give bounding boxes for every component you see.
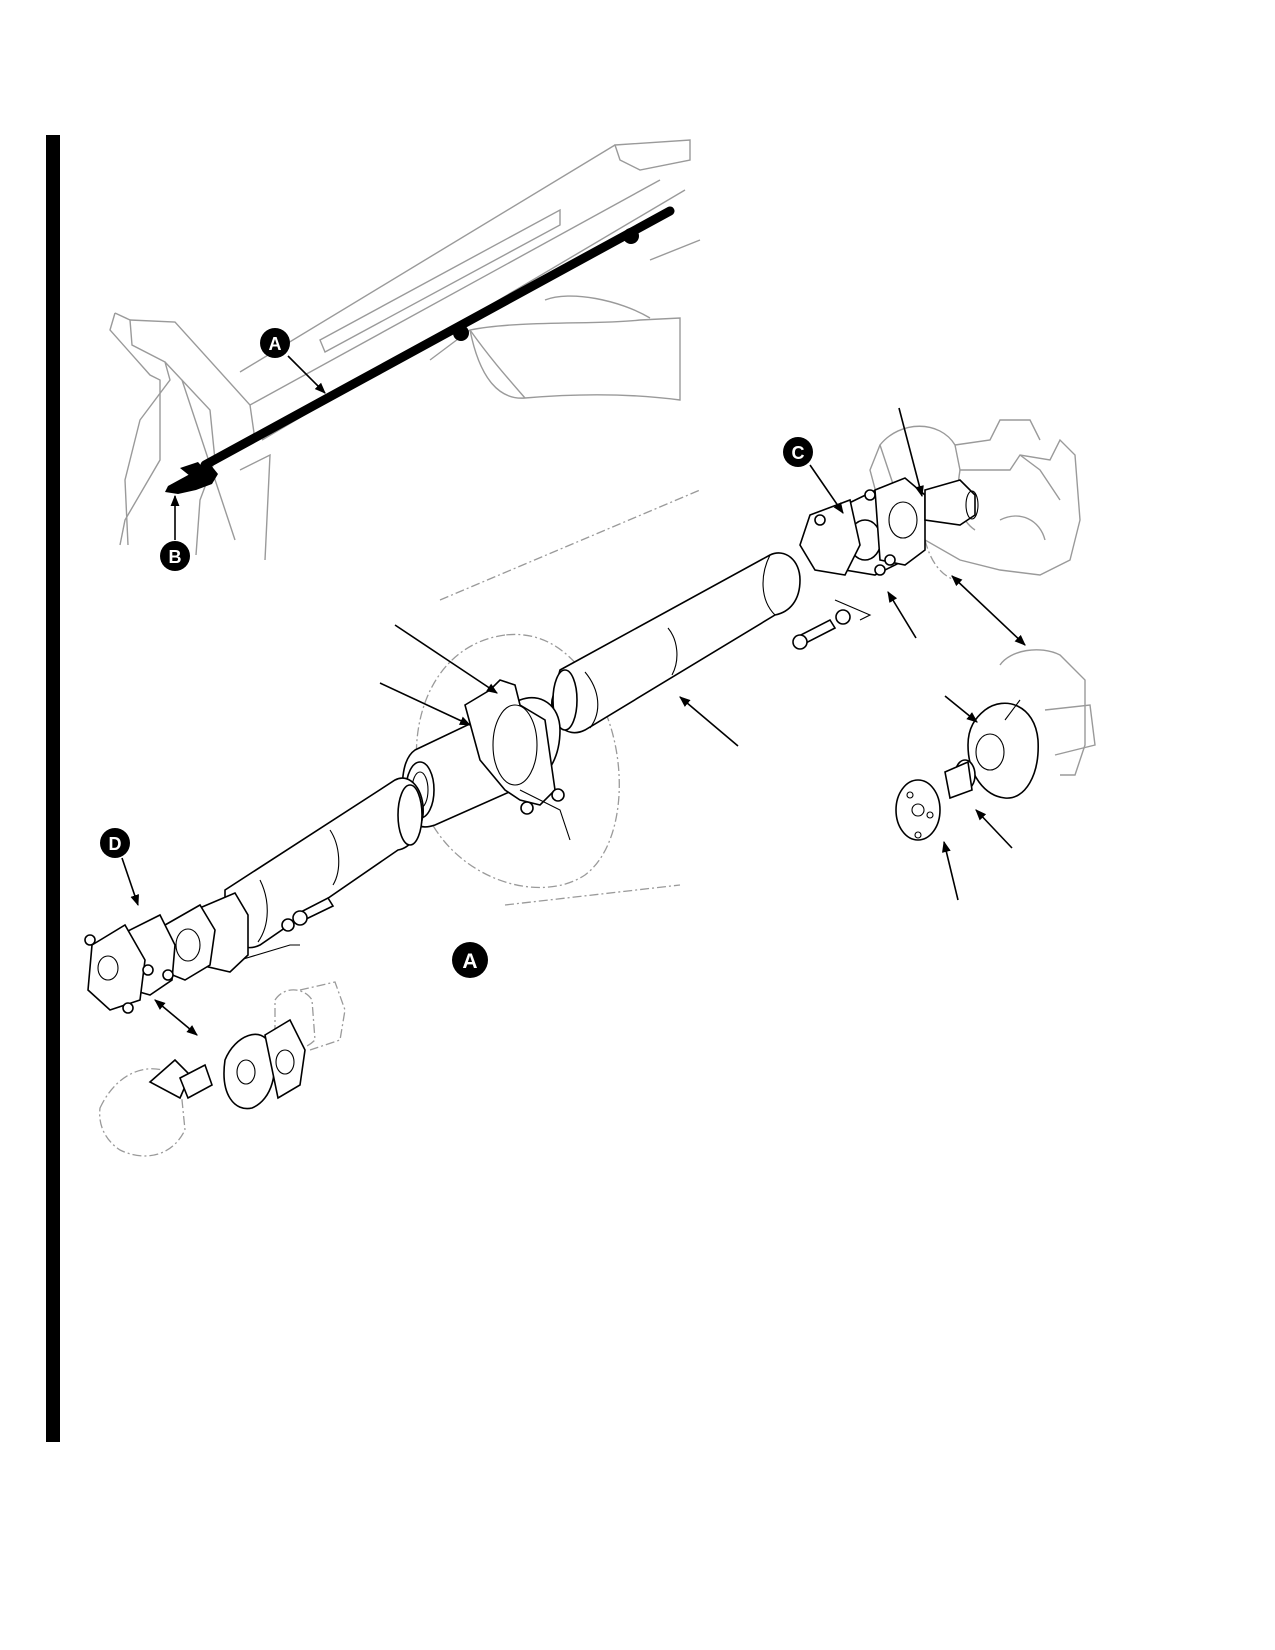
callout-d: D <box>100 828 130 858</box>
margin-change-bar <box>46 135 60 1442</box>
callout-a-main: A <box>452 942 488 978</box>
svg-text:A: A <box>462 950 477 973</box>
leader-d <box>121 857 139 907</box>
double-arrow-aft <box>951 575 1026 646</box>
svg-text:D: D <box>109 834 122 854</box>
callout-a-top: A <box>260 328 290 358</box>
double-arrow-forward <box>154 999 198 1036</box>
top-airframe-view <box>109 139 701 561</box>
leader-c <box>809 464 844 514</box>
callout-b-top: B <box>160 541 190 571</box>
leader-a-top <box>287 355 326 394</box>
svg-text:C: C <box>792 443 805 463</box>
leader-lines <box>379 407 1013 901</box>
svg-text:B: B <box>169 547 182 567</box>
main-exploded-view <box>84 419 1096 1157</box>
callout-c: C <box>783 437 813 467</box>
svg-text:A: A <box>269 334 282 354</box>
